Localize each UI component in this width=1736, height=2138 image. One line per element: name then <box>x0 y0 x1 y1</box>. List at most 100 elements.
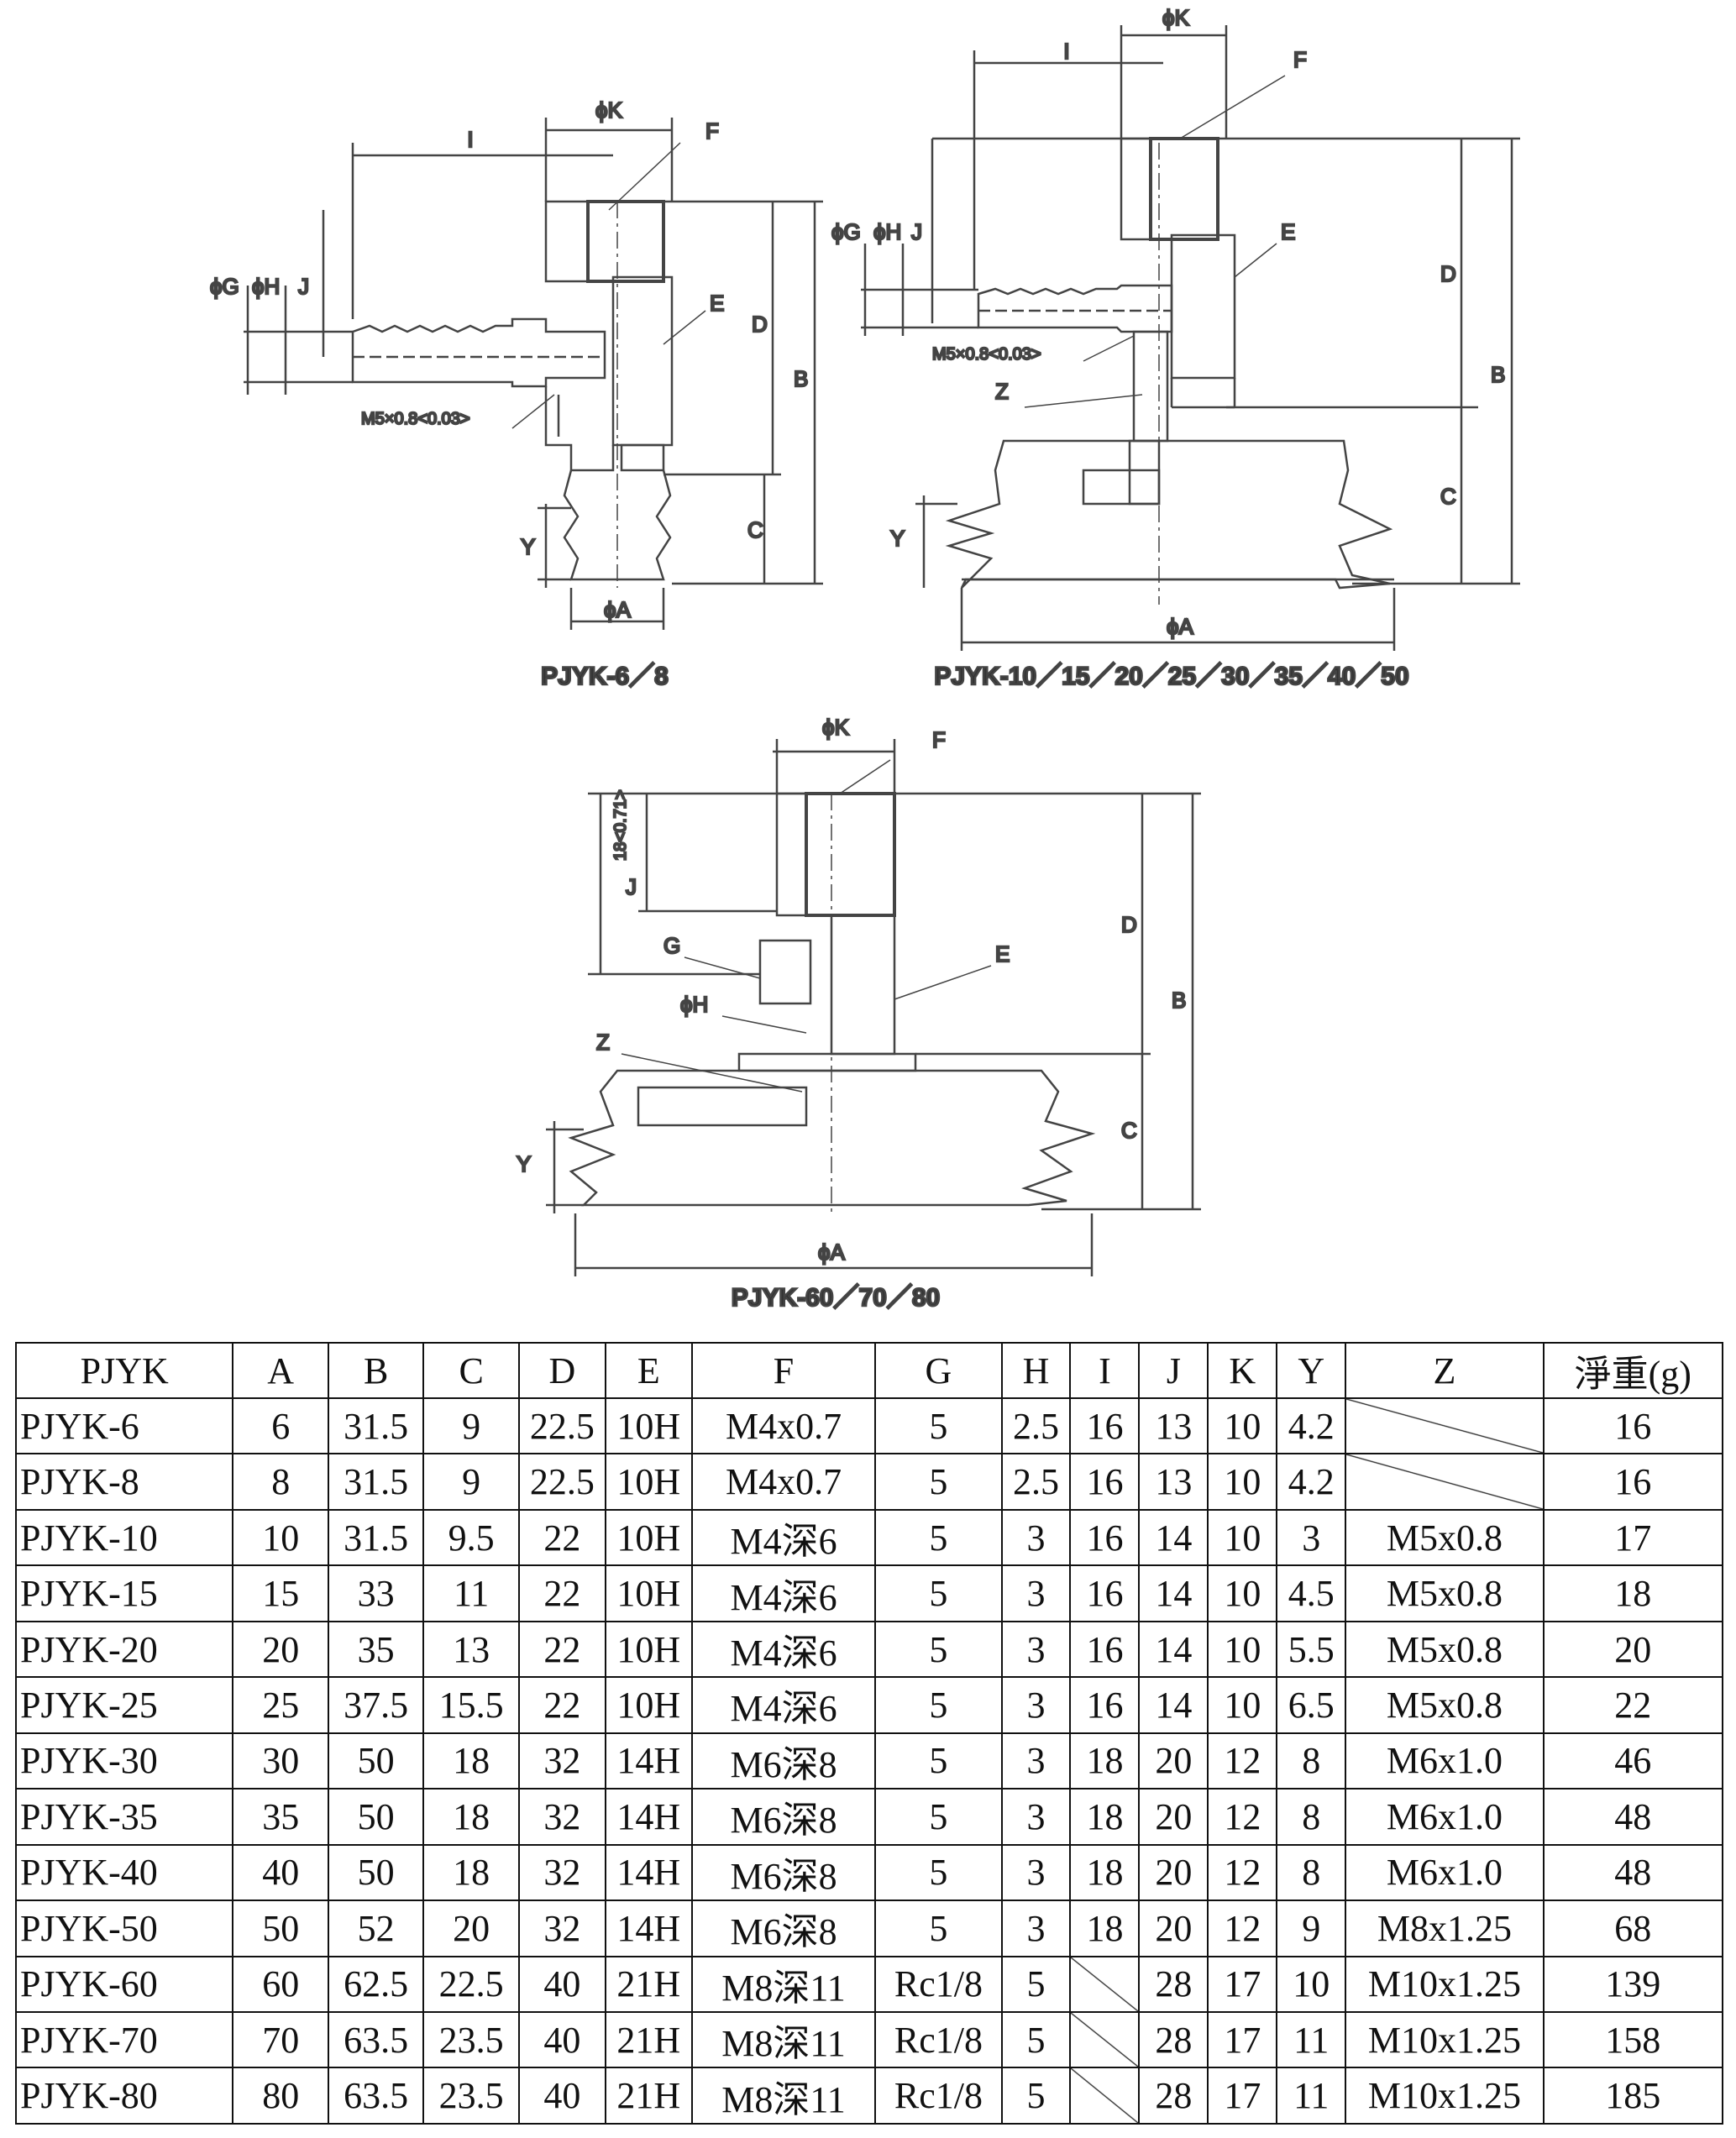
table-cell: 22.5 <box>422 1955 520 2013</box>
label-dim-large: 18<0.71> <box>611 789 630 861</box>
label-k-large: ϕK <box>822 715 850 740</box>
column-header: F <box>690 1342 877 1399</box>
table-cell: M6深8 <box>690 1732 877 1790</box>
table-cell: 20 <box>1138 1788 1209 1846</box>
table-cell: 3 <box>1000 1676 1072 1734</box>
table-cell: 22 <box>517 1508 606 1567</box>
table-cell: 6.5 <box>1276 1676 1347 1734</box>
table-cell: 15.5 <box>422 1676 520 1734</box>
label-b-large: B <box>1172 988 1186 1013</box>
table-cell: 12 <box>1207 1788 1278 1846</box>
label-c-small: C <box>747 517 763 542</box>
table-cell: 5 <box>1000 1955 1072 2013</box>
column-header: I <box>1069 1342 1141 1399</box>
table-cell: 10H <box>604 1453 693 1511</box>
table-cell: 5 <box>1000 2067 1072 2125</box>
table-cell: 62.5 <box>327 1955 425 2013</box>
table-cell: M4深6 <box>690 1508 877 1567</box>
table-cell: PJYK-10 <box>14 1508 234 1567</box>
table-cell: 17 <box>1207 2067 1278 2125</box>
table-cell: 20 <box>1138 1843 1209 1902</box>
table-cell: 21H <box>604 2067 693 2125</box>
table-cell: 5 <box>874 1732 1003 1790</box>
table-cell: M6深8 <box>690 1788 877 1846</box>
column-header: E <box>604 1342 693 1399</box>
table-cell: 15 <box>232 1564 329 1622</box>
drawing-small: ϕK I F E D B C Y ϕA ϕG ϕH J M5×0.8<0.03>… <box>209 97 823 691</box>
label-e-large: E <box>995 941 1010 967</box>
table-cell: 16 <box>1542 1453 1724 1511</box>
table-cell: 3 <box>1000 1788 1072 1846</box>
table-cell: 12 <box>1207 1732 1278 1790</box>
table-cell: 60 <box>232 1955 329 2013</box>
table-cell: 37.5 <box>327 1676 425 1734</box>
table-cell: 9 <box>1276 1900 1347 1957</box>
table-cell: 12 <box>1207 1843 1278 1902</box>
table-cell: 21H <box>604 1955 693 2013</box>
table-cell: 31.5 <box>327 1453 425 1511</box>
table-cell: 13 <box>1138 1397 1209 1455</box>
label-j-large: J <box>626 874 637 899</box>
column-header: Y <box>1276 1342 1347 1399</box>
drawing-large: ϕK F J 18<0.71> G ϕH E Z D B C Y ϕA PJYK… <box>516 714 1201 1310</box>
table-cell: 63.5 <box>327 2067 425 2125</box>
table-cell <box>1069 2067 1141 2125</box>
table-cell: 3 <box>1000 1508 1072 1567</box>
table-cell: 16 <box>1069 1397 1141 1455</box>
table-cell: 5 <box>874 1900 1003 1957</box>
table-cell: 185 <box>1542 2067 1724 2125</box>
table-cell: PJYK-15 <box>14 1564 234 1622</box>
label-d-medium: D <box>1440 261 1456 286</box>
label-j-medium: J <box>911 219 922 244</box>
table-cell: 9.5 <box>422 1508 520 1567</box>
table-cell: 22.5 <box>517 1397 606 1455</box>
table-cell: 28 <box>1138 2067 1209 2125</box>
table-cell: M4x0.7 <box>690 1453 877 1511</box>
caption-medium: PJYK-10／15／20／25／30／35／40／50 <box>934 663 1408 690</box>
table-cell: 18 <box>1542 1564 1724 1622</box>
table-cell: 18 <box>422 1843 520 1902</box>
table-cell: 158 <box>1542 2010 1724 2069</box>
label-y-small: Y <box>521 534 535 559</box>
label-i-small: I <box>467 127 473 152</box>
table-cell: 25 <box>232 1676 329 1734</box>
label-f-small: F <box>705 118 719 144</box>
column-header: D <box>517 1342 606 1399</box>
table-cell: 6 <box>232 1397 329 1455</box>
table-cell: 35 <box>232 1788 329 1846</box>
table-cell: 3 <box>1000 1732 1072 1790</box>
table-cell: 10H <box>604 1564 693 1622</box>
table-cell: 10H <box>604 1620 693 1679</box>
table-cell: 2.5 <box>1000 1453 1072 1511</box>
table-cell: 9 <box>422 1397 520 1455</box>
table-cell: 5 <box>874 1453 1003 1511</box>
table-cell: 5.5 <box>1276 1620 1347 1679</box>
label-y-large: Y <box>517 1151 531 1176</box>
table-cell: M10x1.25 <box>1345 2010 1545 2069</box>
table-cell: 40 <box>517 2067 606 2125</box>
table-cell: PJYK-25 <box>14 1676 234 1734</box>
table-cell: M5x0.8 <box>1345 1564 1545 1622</box>
label-i-medium: I <box>1063 39 1069 64</box>
table-cell: 3 <box>1000 1843 1072 1902</box>
label-e-medium: E <box>1281 219 1295 244</box>
column-header: A <box>232 1342 329 1399</box>
label-d-small: D <box>752 312 768 337</box>
table-cell: 40 <box>517 1955 606 2013</box>
table-cell: 68 <box>1542 1900 1724 1957</box>
column-header: Z <box>1345 1342 1545 1399</box>
table-cell: 28 <box>1138 1955 1209 2013</box>
label-f-large: F <box>932 727 946 752</box>
label-j-small: J <box>298 274 309 299</box>
table-cell: M10x1.25 <box>1345 1955 1545 2013</box>
column-header: B <box>327 1342 425 1399</box>
table-cell: M8深11 <box>690 2067 877 2125</box>
table-cell: 32 <box>517 1900 606 1957</box>
table-cell: M6x1.0 <box>1345 1732 1545 1790</box>
label-k-medium: ϕK <box>1162 5 1190 30</box>
table-cell: 5 <box>874 1620 1003 1679</box>
